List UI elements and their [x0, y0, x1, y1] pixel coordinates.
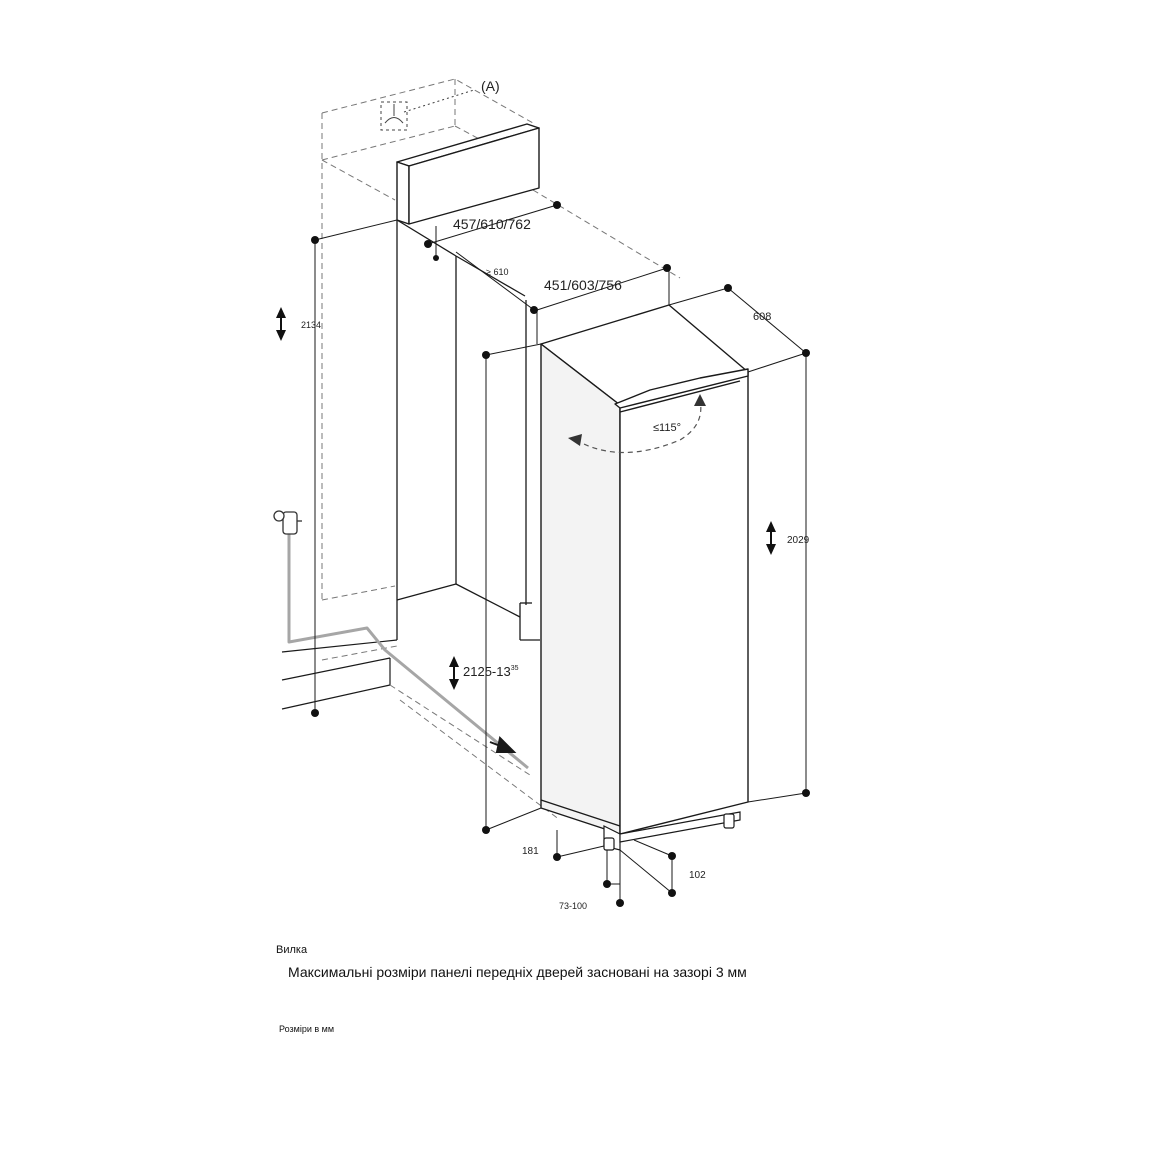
marker-a-label: (A)	[481, 78, 500, 94]
foot-offset-label: 181	[522, 846, 539, 857]
dimension-endpoints	[311, 201, 810, 907]
niche-widths-label: 457/610/762	[453, 216, 531, 232]
units-note: Розміри в мм	[279, 1024, 335, 1034]
dimension-lines	[314, 204, 807, 903]
appliance-height-label: 2029	[787, 535, 810, 546]
door-panel-note: Максимальні розміри панелі передніх двер…	[288, 964, 747, 980]
height-adjust-superscript: 35	[511, 665, 519, 672]
appliance-widths-label: 451/603/756	[544, 277, 622, 293]
floor-lines	[281, 639, 398, 710]
plug-note: Вилка	[276, 944, 308, 956]
appliance-base	[603, 811, 741, 851]
door-angle-label: ≤115°	[653, 422, 681, 434]
appliance-depth-label: 608	[753, 311, 771, 323]
height-adjust-label: 2125-1335	[463, 664, 519, 679]
foot-range-label: 73-100	[559, 901, 587, 911]
height-arrow-left	[276, 307, 286, 341]
socket-symbol	[380, 89, 475, 131]
water-flow-arrow	[489, 735, 517, 753]
top-trim-block	[396, 123, 540, 225]
appliance-body	[540, 304, 749, 835]
height-arrow-right	[766, 521, 776, 555]
min-depth-label: ≥ 610	[486, 267, 508, 277]
height-adjust-arrow	[449, 656, 459, 690]
niche-cabinet	[396, 219, 540, 641]
water-tap-icon	[273, 510, 302, 535]
door-swing-arc	[575, 399, 702, 453]
foot-depth-label: 102	[689, 870, 706, 881]
floor-hidden-lines	[321, 645, 561, 821]
water-pipe	[287, 533, 529, 770]
niche-height-label: 2134	[301, 320, 321, 330]
door-swing-arrowheads	[568, 394, 706, 446]
